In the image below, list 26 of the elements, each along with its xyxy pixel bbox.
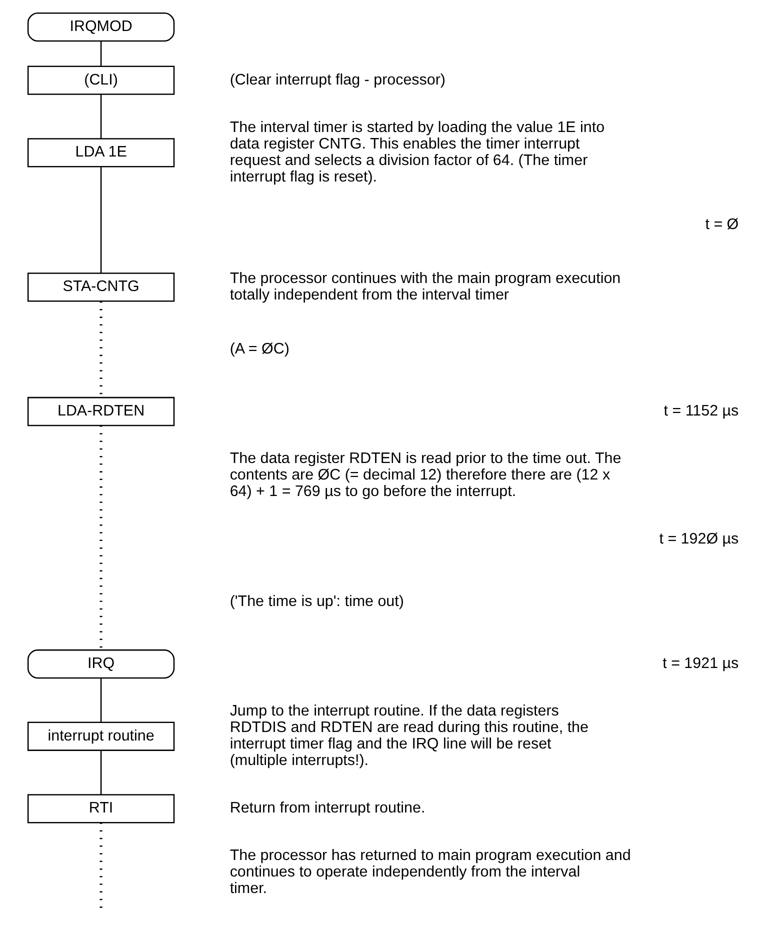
connector [100,167,102,274]
connector [100,41,102,66]
label: ('The time is up': time out) [229,592,404,610]
node-box: LDA 1E [26,138,174,168]
label: The processor has returned to main program execution and continues to operate independently from the interval timer. [229,847,630,898]
connector [100,750,102,795]
label: t = Ø [704,216,738,233]
label: (Clear interrupt flag - processor) [229,71,445,88]
label: The processor continues with the main program execution totally independent from the interval timer [229,270,620,304]
connector [100,678,102,722]
node-box: IRQ [26,649,174,679]
label: t = 1921 µs [662,654,738,672]
label: t = 1152 µs [663,402,738,420]
label: Return from interrupt routine. [229,800,425,817]
label: (A = ØC) [229,340,289,358]
connector [100,94,102,139]
node-box: IRQMOD [26,12,174,42]
node-box: LDA-RDTEN [26,396,174,426]
node-box: (CLI) [26,66,174,95]
label: t = 192Ø µs [658,530,738,548]
node-box: STA-CNTG [26,272,174,302]
label: The interval timer is started by loading the value 1E into data register CNTG. This enables the timer interrupt request and selects a division factor of 64. (The timer interrupt flag is reset). [229,118,604,186]
label: Jump to the interrupt routine. If the data registers RDTDIS and RDTEN are read during this routine, the interrupt timer flag and the IRQ line will be reset (multiple interrupts!). [229,702,588,770]
label: The data register RDTEN is read prior to the time out. The contents are ØC (= decimal 12) therefore there are (12 x 64) + 1 = 769 µs to go before the interrupt. [229,450,621,500]
node-box: RTI [26,794,174,824]
node-box: interrupt routine [26,722,174,751]
